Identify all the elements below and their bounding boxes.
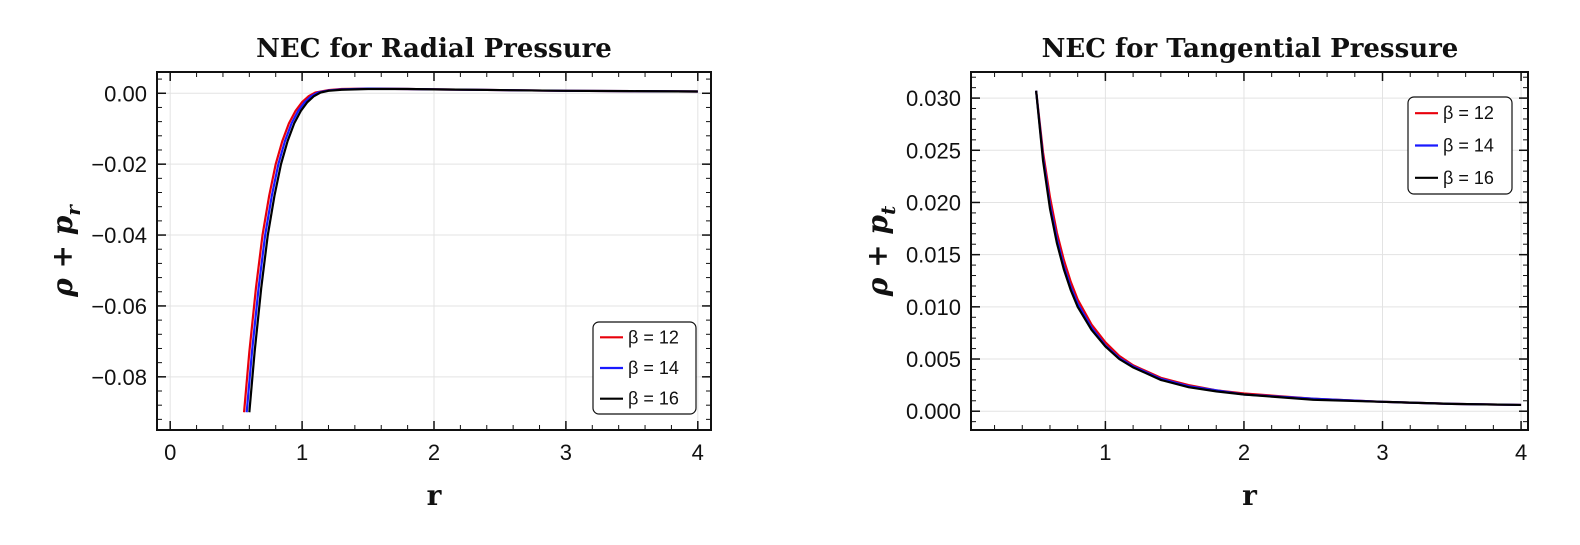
y-tick-label: 0.010 (906, 295, 961, 320)
y-tick-label: 0.00 (104, 81, 147, 106)
chart-title: NEC for Radial Pressure (256, 34, 612, 64)
legend: β = 12 β = 14 β = 16 (1407, 96, 1513, 195)
y-tick-label: 0.015 (906, 243, 961, 268)
y-tick-label: 0.000 (906, 399, 961, 424)
x-axis-label: r (427, 479, 443, 512)
x-tick-label: 2 (428, 440, 440, 465)
y-tick-label: 0.020 (906, 190, 961, 215)
series-line-beta-16 (248, 87, 698, 413)
x-tick-label: 4 (692, 440, 704, 465)
y-axis-label-main: ρ + p (861, 215, 894, 298)
y-tick-label: −0.08 (91, 365, 147, 390)
legend-label: β = 12 (1443, 103, 1494, 123)
y-axis-label: ρ + pr (46, 204, 85, 298)
legend-box (1407, 96, 1513, 195)
y-tick-label: 0.005 (906, 347, 961, 372)
y-axis-label-main: ρ + p (46, 215, 79, 298)
legend-label: β = 14 (1443, 136, 1494, 156)
chart-title: NEC for Tangential Pressure (1042, 34, 1459, 64)
y-tick-label: 0.030 (906, 86, 961, 111)
plot-frame (970, 71, 1529, 431)
y-axis-label-subscript: r (61, 204, 85, 216)
x-tick-label: 3 (560, 440, 572, 465)
legend-label: β = 16 (1443, 168, 1494, 188)
legend-label: β = 14 (628, 358, 679, 378)
legend-label: β = 12 (628, 327, 679, 347)
radial-pressure-panel: 0 1 2 3 4 0.00 −0.02 −0.04 −0.06 −0.08 NEC for Rad… (46, 34, 712, 512)
x-tick-label: 1 (296, 440, 308, 465)
y-axis-label: ρ + pt (861, 205, 900, 297)
legend: β = 12 β = 14 β = 16 (592, 321, 697, 415)
legend-box (592, 321, 697, 415)
x-tick-label: 2 (1238, 440, 1250, 465)
x-axis-label: r (1242, 479, 1258, 512)
y-tick-label: 0.025 (906, 138, 961, 163)
y-tick-label: −0.06 (91, 294, 147, 319)
x-tick-label: 3 (1376, 440, 1388, 465)
x-tick-label: 4 (1515, 440, 1527, 465)
y-axis-label-subscript: t (876, 205, 900, 215)
x-tick-label: 0 (164, 440, 176, 465)
series-line-beta-16 (1035, 90, 1522, 407)
legend-label: β = 16 (628, 389, 679, 409)
y-tick-label: −0.04 (91, 223, 147, 248)
x-tick-label: 1 (1099, 440, 1111, 465)
tangential-pressure-panel: 1 2 3 4 0.000 0.005 0.010 0.015 0.020 0.025 0.030 N… (861, 34, 1529, 512)
y-tick-label: −0.02 (91, 152, 147, 177)
